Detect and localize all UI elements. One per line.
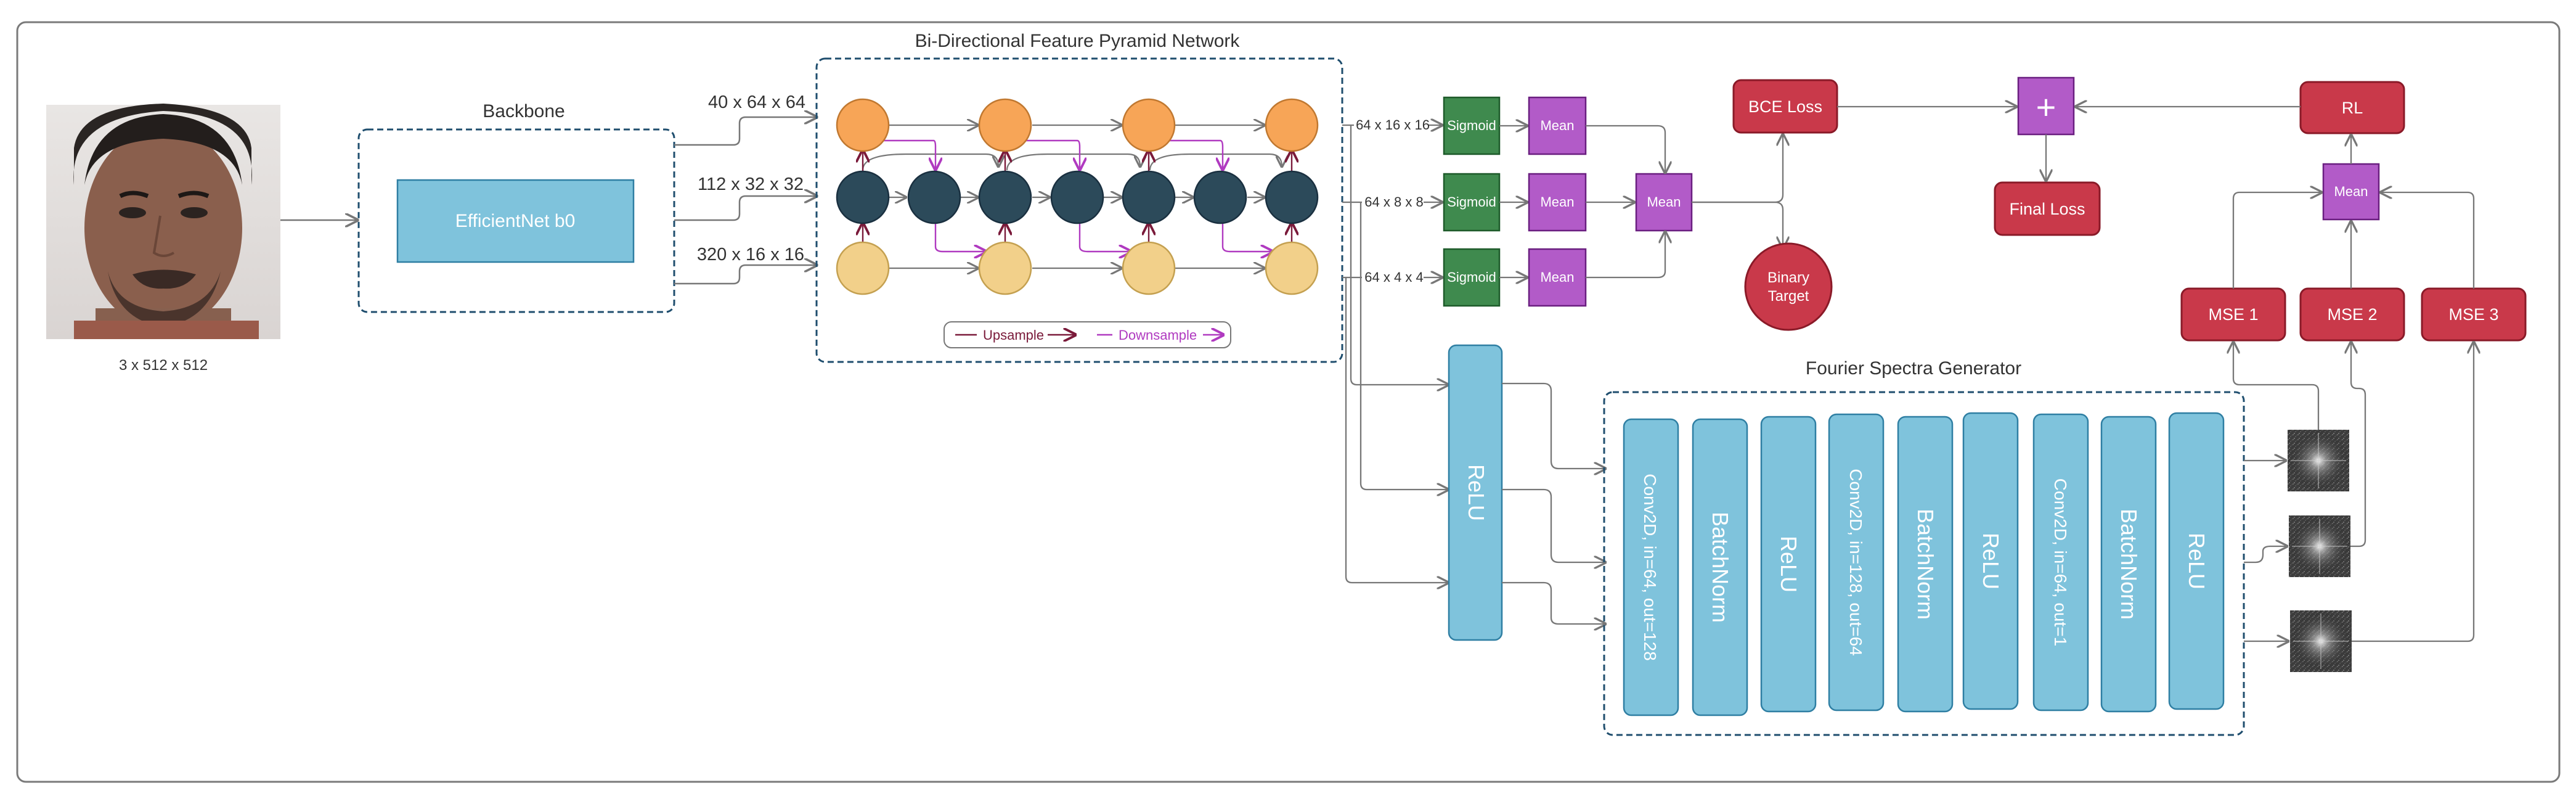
bifpn-downsample-paths: [869, 139, 1273, 252]
shape-label-bg-2: [1362, 194, 1424, 210]
fourier-layer-8: [2100, 416, 2157, 713]
bifpn-node-p-top-4: [1265, 98, 1319, 152]
shape-label-bg-1: [1354, 117, 1428, 133]
bifpn-middle-nodes: [836, 170, 1319, 224]
rl-label: RL: [2342, 99, 2363, 117]
backbone-outputs: [674, 117, 817, 285]
spectrum-image-1: [2288, 430, 2349, 491]
binary-target-node: [1744, 242, 1833, 331]
rl-box: [2299, 81, 2405, 134]
bce-loss-label: BCE Loss: [1748, 97, 1822, 116]
fourier-layer-2: [1692, 418, 1748, 716]
fourier-layer-7-label: Conv2D, in=64, out=1: [2051, 478, 2070, 646]
sigmoid-label-2: Sigmoid: [1447, 194, 1496, 210]
bifpn-node-p-top-1: [836, 98, 890, 152]
shape-label-bg-3: [1362, 269, 1424, 285]
sigmoid-block-1: [1443, 96, 1501, 155]
fourier-layer-4: [1828, 413, 1885, 712]
bifpn-node-p-top-2: [978, 98, 1032, 152]
mean-label-combined: Mean: [1647, 194, 1681, 210]
sigmoid-block-3: [1443, 248, 1501, 307]
head-shape-2: 64 x 8 x 8: [1364, 194, 1423, 210]
spectra-arrows: [2233, 342, 2474, 641]
fourier-layer-5: [1897, 416, 1954, 713]
spectrum-image-2: [2289, 515, 2350, 577]
legend-downsample: Downsample: [1119, 327, 1197, 343]
bifpn-bottom-nodes: [836, 241, 1319, 295]
fourier-layer-5-label: BatchNorm: [1913, 509, 1938, 620]
bifpn-node-p-top-3: [1122, 98, 1176, 152]
sigmoid-blocks: [1443, 96, 1501, 307]
legend-upsample: Upsample: [983, 327, 1044, 343]
fourier-layer-1-label: Conv2D, in=64, out=128: [1641, 474, 1660, 661]
mean-label-2: Mean: [1540, 194, 1574, 210]
relu-to-fourier-arrows: [1502, 382, 1605, 624]
relu-head-block: [1448, 344, 1503, 641]
bifpn-title: Bi-Directional Feature Pyramid Network: [915, 31, 1241, 51]
fourier-layer-8-label: BatchNorm: [2116, 509, 2142, 620]
plus-label: +: [2036, 88, 2056, 126]
means-to-combined-arrows: [1586, 125, 1783, 279]
mean-blocks: [1528, 96, 1693, 307]
mse-3-label: MSE 3: [2448, 305, 2498, 324]
mse-2-box: [2299, 287, 2405, 342]
mse-mean-label: Mean: [2334, 184, 2368, 199]
binary-target-label-line1: Binary: [1767, 269, 1809, 286]
backbone-title: Backbone: [483, 101, 565, 121]
sigmoid-to-mean-arrows: [1499, 126, 1527, 277]
mean-label-1: Mean: [1540, 118, 1574, 133]
head-shape-3: 64 x 4 x 4: [1364, 269, 1423, 285]
fourier-layer-3: [1760, 416, 1817, 713]
fourier-title: Fourier Spectra Generator: [1806, 358, 2021, 379]
fourier-layer-1: [1623, 418, 1679, 716]
plus-box: [2017, 76, 2075, 136]
final-loss-box: [1994, 181, 2101, 236]
backbone-container: [357, 128, 675, 313]
bifpn-legend: [944, 321, 1231, 348]
mse-2-label: MSE 2: [2327, 305, 2377, 324]
relu-head-label: ReLU: [1464, 464, 1489, 521]
spectrum-image-3: [2290, 610, 2352, 672]
head-shape-1: 64 x 16 x 16: [1356, 117, 1430, 133]
feature-shape-2: 112 x 32 x 32: [698, 174, 804, 194]
sigmoid-block-2: [1443, 173, 1501, 232]
input-size-caption: 3 x 512 x 512: [119, 357, 208, 374]
feature-shape-3: 320 x 16 x 16: [697, 245, 804, 265]
input-face-image: [46, 104, 280, 339]
efficientnet-label: EfficientNet b0: [455, 211, 576, 231]
fourier-layer-4-label: Conv2D, in=128, out=64: [1846, 469, 1865, 656]
fourier-container: [1603, 391, 2245, 736]
outer-frame: [16, 21, 2561, 783]
fourier-layer-2-label: BatchNorm: [1708, 512, 1733, 623]
sigmoid-label-3: Sigmoid: [1447, 269, 1496, 285]
fourier-layers: [1623, 412, 2225, 716]
bifpn-container: [815, 57, 1343, 363]
fourier-layer-9: [2168, 412, 2225, 710]
bifpn-upsample-paths: [863, 150, 1292, 245]
final-loss-label: Final Loss: [2009, 200, 2085, 218]
fourier-layer-6-label: ReLU: [1978, 533, 2003, 589]
bifpn-top-nodes: [836, 98, 1319, 152]
mean-label-3: Mean: [1540, 269, 1574, 285]
fourier-layer-7: [2032, 413, 2089, 712]
fourier-layer-3-label: ReLU: [1776, 536, 1801, 593]
efficientnet-block: [396, 179, 635, 263]
loss-arrows: [1837, 107, 2475, 289]
feature-shape-1: 40 x 64 x 64: [708, 92, 805, 112]
binary-target-label-line2: Target: [1768, 288, 1809, 305]
mse-1-label: MSE 1: [2208, 305, 2258, 324]
fourier-layer-9-label: ReLU: [2184, 533, 2209, 589]
sigmoid-label-1: Sigmoid: [1447, 118, 1496, 133]
fourier-layer-6: [1962, 412, 2019, 710]
